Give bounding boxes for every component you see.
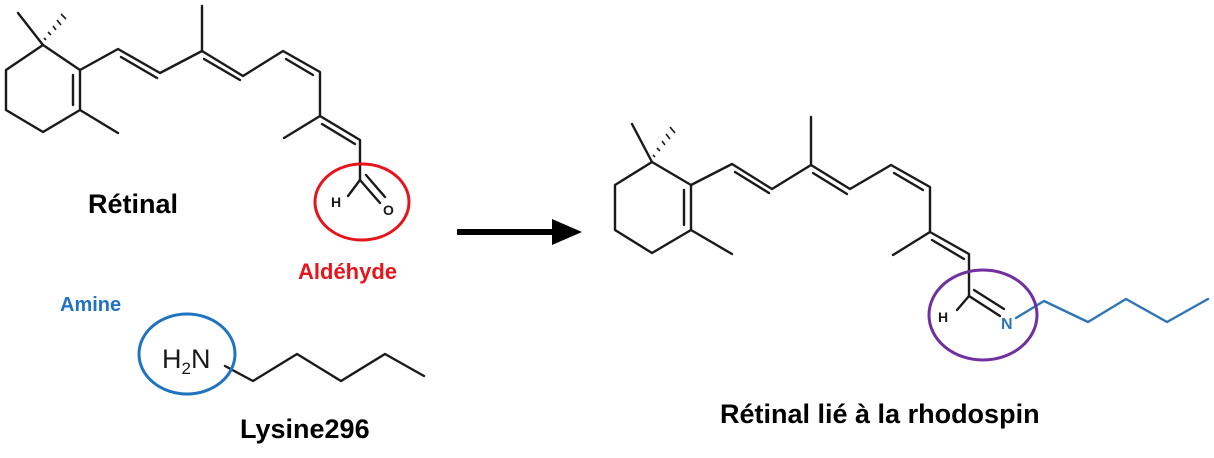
methyl-bond (630, 122, 654, 164)
methyl-bond (891, 230, 932, 257)
aldehyde-highlight-circle (313, 162, 411, 242)
polyene-chain (689, 162, 971, 298)
aldehyde-h-atom: H (331, 194, 341, 210)
aldehyde-label: Aldéhyde (298, 259, 397, 284)
imine-n-atom: N (1001, 316, 1013, 333)
reaction-arrow (457, 219, 582, 245)
chain-double-bond (320, 122, 357, 146)
imine-cn-bond (967, 294, 1002, 318)
lysine-chain-attached (1014, 297, 1210, 324)
product-label: Rétinal lié à la rhodospin (720, 399, 1040, 429)
chain-double-bond (733, 170, 771, 195)
methyl-bond (689, 228, 734, 256)
amine-highlight-circle (137, 312, 237, 396)
methyl-bond (282, 114, 322, 140)
chain-double-bond (930, 238, 966, 261)
chain-double-bond (892, 171, 925, 192)
aldehyde-o-atom: O (383, 202, 394, 218)
amine-label: Amine (60, 294, 121, 316)
hashed-wedge-methyl (652, 126, 676, 158)
chain-double-bond (284, 57, 315, 77)
imine-ch-bond (955, 294, 971, 312)
imine-h-atom: H (938, 309, 948, 325)
chain-double-bond (202, 57, 242, 82)
lysine-label: Lysine296 (240, 414, 370, 444)
product-ring (613, 160, 693, 255)
retinal-ring (4, 43, 82, 134)
lysine-chain (223, 352, 426, 383)
aldehyde-co-double (364, 173, 387, 199)
aldehyde-ch-bond (346, 178, 362, 198)
retinal-molecule: H O (4, 4, 411, 242)
amine-group-text: H2N (162, 344, 210, 378)
methyl-bond (78, 108, 120, 135)
product-molecule: H N (613, 115, 1210, 362)
imine-cn-double (972, 288, 1006, 311)
polyene-chain (78, 47, 362, 182)
methyl-bond (16, 11, 45, 47)
aldehyde-co-bond (358, 178, 382, 205)
lysine-molecule: H2N (137, 312, 426, 396)
imine-highlight-circle (927, 268, 1039, 362)
hashed-wedge-methyl (43, 13, 67, 41)
retinal-label: Rétinal (88, 189, 178, 219)
chain-double-bond (811, 171, 849, 196)
chain-double-bond (119, 55, 159, 80)
